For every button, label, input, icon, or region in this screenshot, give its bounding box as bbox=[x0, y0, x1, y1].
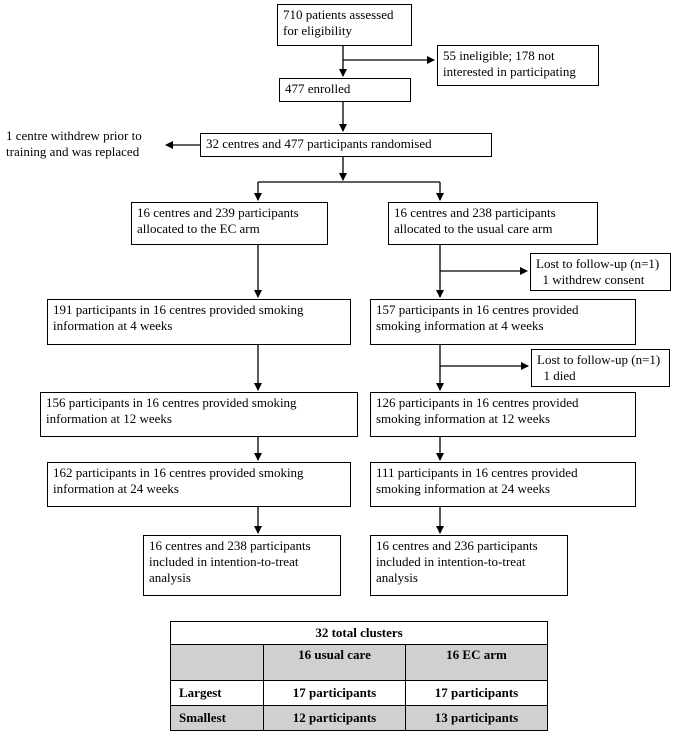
clusters-table-header-row: 16 usual care 16 EC arm bbox=[170, 644, 548, 681]
clusters-table-title-row: 32 total clusters bbox=[170, 621, 548, 645]
ec-itt-box: 16 centres and 238 participants included… bbox=[143, 535, 341, 596]
clusters-cell-usual: 12 participants bbox=[263, 705, 406, 731]
clusters-row-label: Smallest bbox=[170, 705, 264, 731]
ec-12wk-box: 156 participants in 16 centres provided … bbox=[40, 392, 358, 437]
clusters-row-label: Largest bbox=[170, 680, 264, 706]
ec-24wk-box: 162 participants in 16 centres provided … bbox=[47, 462, 351, 507]
ineligible-box: 55 ineligible; 178 not interested in par… bbox=[437, 45, 599, 86]
uc-lost-2-box: Lost to follow-up (n=1) 1 died bbox=[531, 349, 670, 387]
enrolled-box: 477 enrolled bbox=[279, 78, 411, 102]
clusters-table-title: 32 total clusters bbox=[170, 621, 548, 645]
uc-4wk-box: 157 participants in 16 centres provided … bbox=[370, 299, 636, 345]
clusters-table: 32 total clusters 16 usual care 16 EC ar… bbox=[170, 621, 548, 731]
clusters-table-corner bbox=[170, 644, 264, 681]
assessed-box: 710 patients assessed for eligibility bbox=[277, 4, 412, 46]
uc-allocated-box: 16 centres and 238 participants allocate… bbox=[388, 202, 598, 245]
ec-4wk-box: 191 participants in 16 centres provided … bbox=[47, 299, 351, 345]
uc-lost-1-box: Lost to follow-up (n=1) 1 withdrew conse… bbox=[530, 253, 671, 291]
clusters-cell-ec: 17 participants bbox=[405, 680, 548, 706]
uc-itt-box: 16 centres and 236 participants included… bbox=[370, 535, 568, 596]
table-row: Largest 17 participants 17 participants bbox=[170, 680, 548, 706]
clusters-cell-usual: 17 participants bbox=[263, 680, 406, 706]
randomised-box: 32 centres and 477 participants randomis… bbox=[200, 133, 492, 157]
table-row: Smallest 12 participants 13 participants bbox=[170, 705, 548, 731]
clusters-table-header-ec: 16 EC arm bbox=[405, 644, 548, 681]
clusters-cell-ec: 13 participants bbox=[405, 705, 548, 731]
ec-allocated-box: 16 centres and 239 participants allocate… bbox=[131, 202, 328, 245]
withdrew-box: 1 centre withdrew prior to training and … bbox=[0, 125, 165, 165]
clusters-table-header-usual: 16 usual care bbox=[263, 644, 406, 681]
uc-24wk-box: 111 participants in 16 centres provided … bbox=[370, 462, 636, 507]
uc-12wk-box: 126 participants in 16 centres provided … bbox=[370, 392, 636, 437]
